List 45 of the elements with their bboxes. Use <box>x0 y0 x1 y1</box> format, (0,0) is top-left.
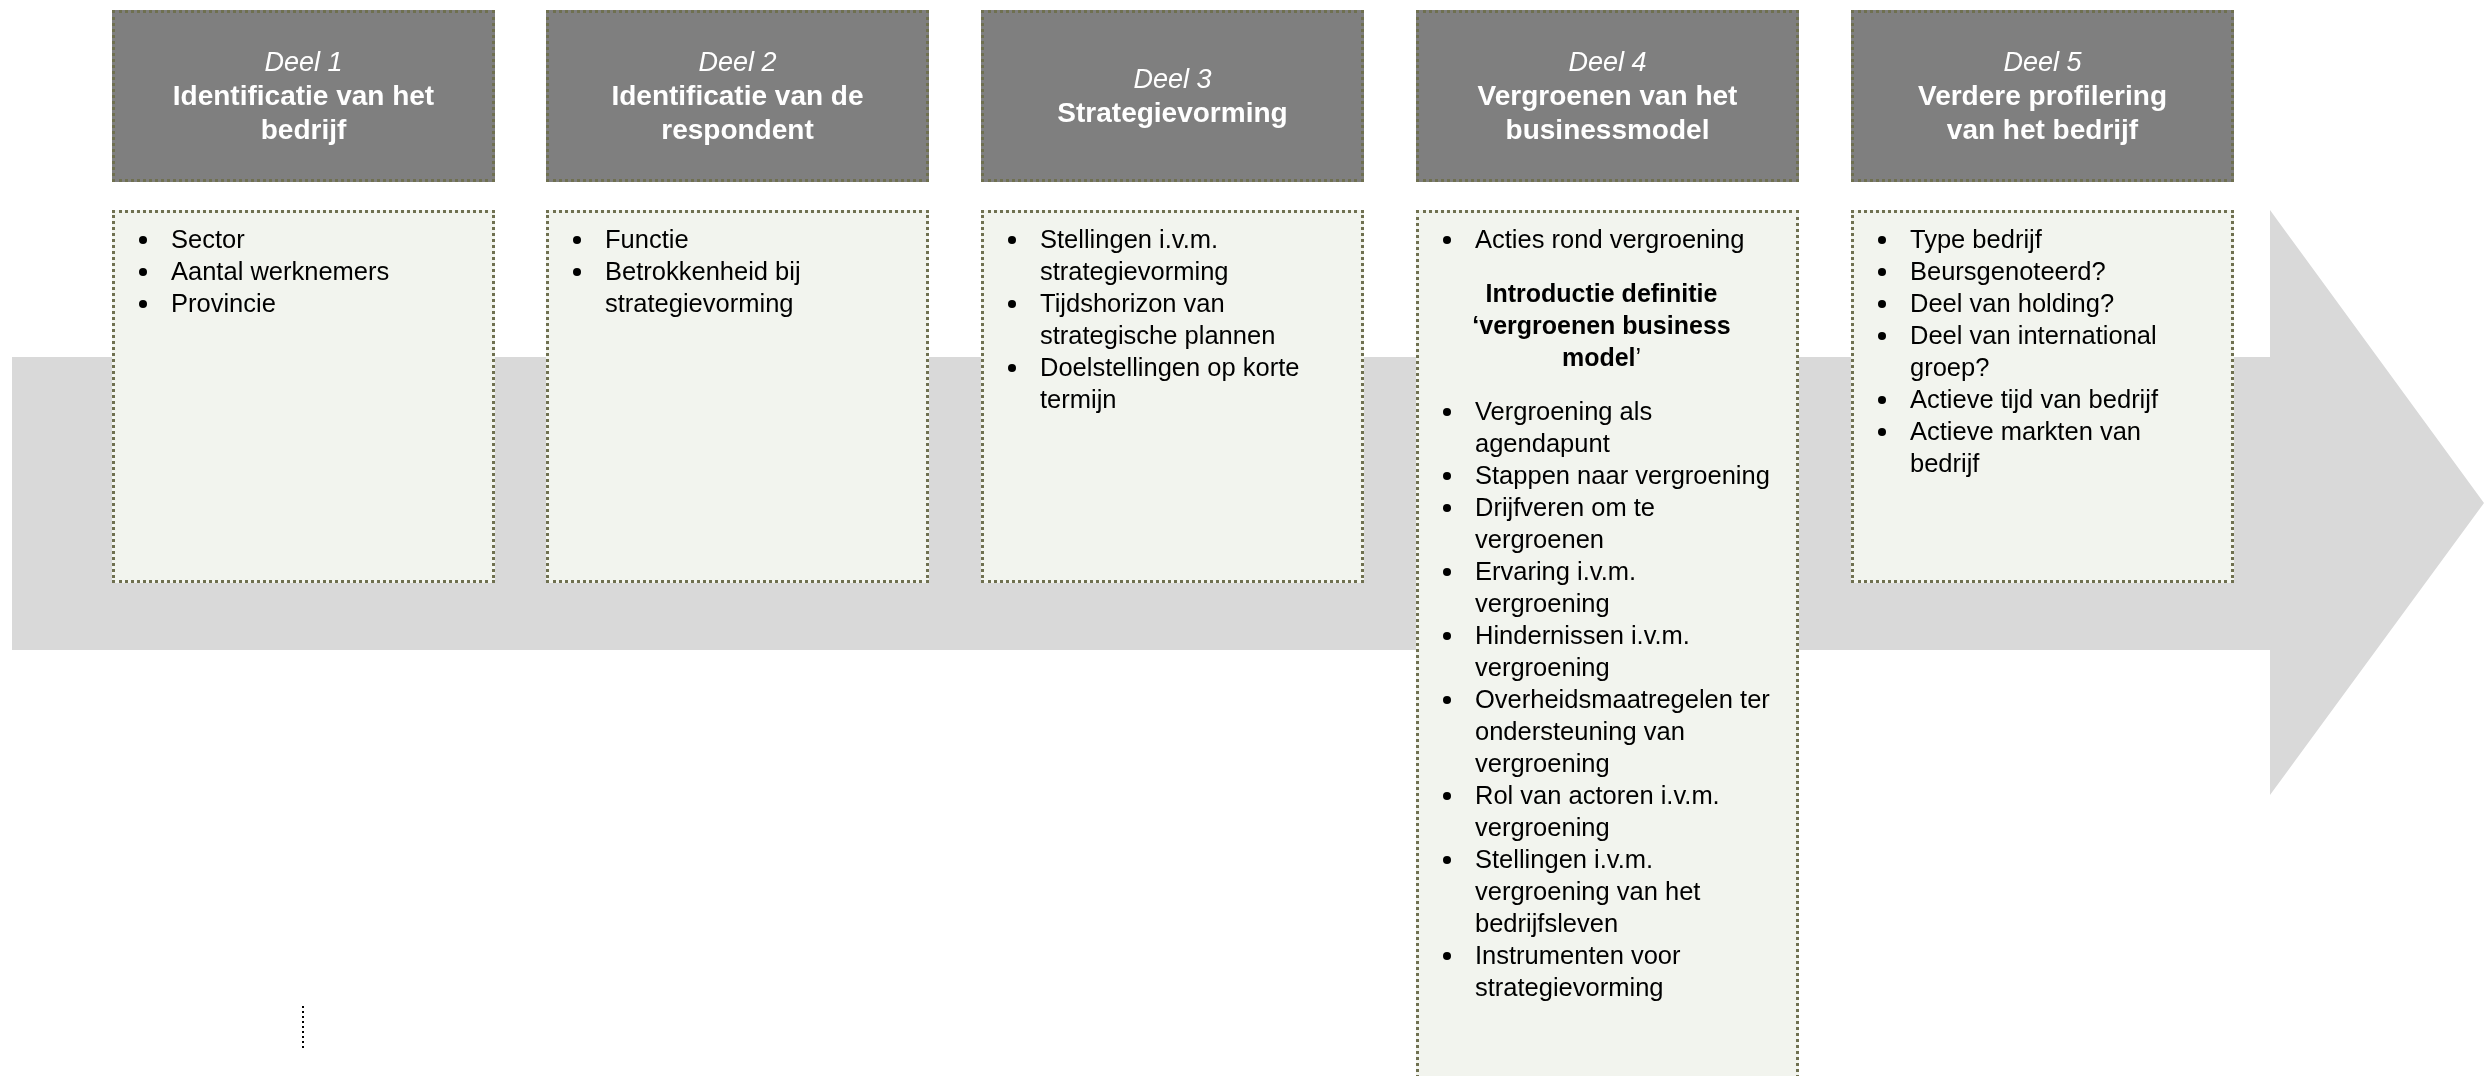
bullet-item: Hindernissen i.v.m. vergroening <box>1433 619 1770 683</box>
bullet-item: Stellingen i.v.m. vergroening van het bedrijfsleven <box>1433 843 1770 939</box>
subheading: Introductie definitie ‘vergroenen business model’ <box>1471 278 1732 373</box>
section-title: Verdere profilering van het bedrijf <box>1917 79 2168 147</box>
bullet-item: Aantal werknemers <box>129 255 466 287</box>
bullet-item: Functie <box>563 223 900 255</box>
section-title: Vergroenen van het businessmodel <box>1476 79 1739 147</box>
section-title: Identificatie van het bedrijf <box>171 79 436 147</box>
section-header <box>1416 10 1799 182</box>
bullet-item: Actieve markten van bedrijf <box>1868 415 2205 479</box>
bullet-item: Rol van actoren i.v.m. vergroening <box>1433 779 1770 843</box>
bullet-item: Overheidsmaatregelen ter ondersteuning van vergroening <box>1433 683 1770 779</box>
content-card <box>981 210 1364 583</box>
bullet-item: Provincie <box>129 287 466 319</box>
section-number: Deel 4 <box>1568 46 1647 79</box>
section-number: Deel 1 <box>264 46 343 79</box>
bullet-item: Deel van holding? <box>1868 287 2205 319</box>
content-card <box>546 210 929 583</box>
content-card <box>1416 210 1799 1076</box>
section-header <box>112 10 495 182</box>
bullet-item: Acties rond vergroening <box>1433 223 1770 255</box>
bullet-item: Type bedrijf <box>1868 223 2205 255</box>
bullet-item: Instrumenten voor strategievorming <box>1433 939 1770 1003</box>
section-header <box>981 10 1364 182</box>
content-card <box>112 210 495 583</box>
bullet-item: Beursgenoteerd? <box>1868 255 2205 287</box>
bullet-item: Actieve tijd van bedrijf <box>1868 383 2205 415</box>
section-title: Identificatie van de respondent <box>610 79 865 147</box>
bullet-item: Stellingen i.v.m. strategievorming <box>998 223 1335 287</box>
bullet-item: Deel van international groep? <box>1868 319 2205 383</box>
section-number: Deel 5 <box>2003 46 2082 79</box>
bullet-item: Ervaring i.v.m. vergroening <box>1433 555 1770 619</box>
bullet-item: Vergroening als agendapunt <box>1433 395 1770 459</box>
section-number: Deel 3 <box>1133 63 1212 96</box>
bullet-item: Doelstellingen op korte termijn <box>998 351 1335 415</box>
bullet-item: Sector <box>129 223 466 255</box>
section-title: Strategievorming <box>1056 96 1289 130</box>
bullet-item: Drijfveren om te vergroenen <box>1433 491 1770 555</box>
bullet-item: Tijdshorizon van strategische plannen <box>998 287 1335 351</box>
section-header <box>546 10 929 182</box>
bullet-item: Stappen naar vergroening <box>1433 459 1770 491</box>
bullet-item: Betrokkenheid bij strategievorming <box>563 255 900 319</box>
content-card <box>1851 210 2234 583</box>
section-number: Deel 2 <box>698 46 777 79</box>
section-header <box>1851 10 2234 182</box>
